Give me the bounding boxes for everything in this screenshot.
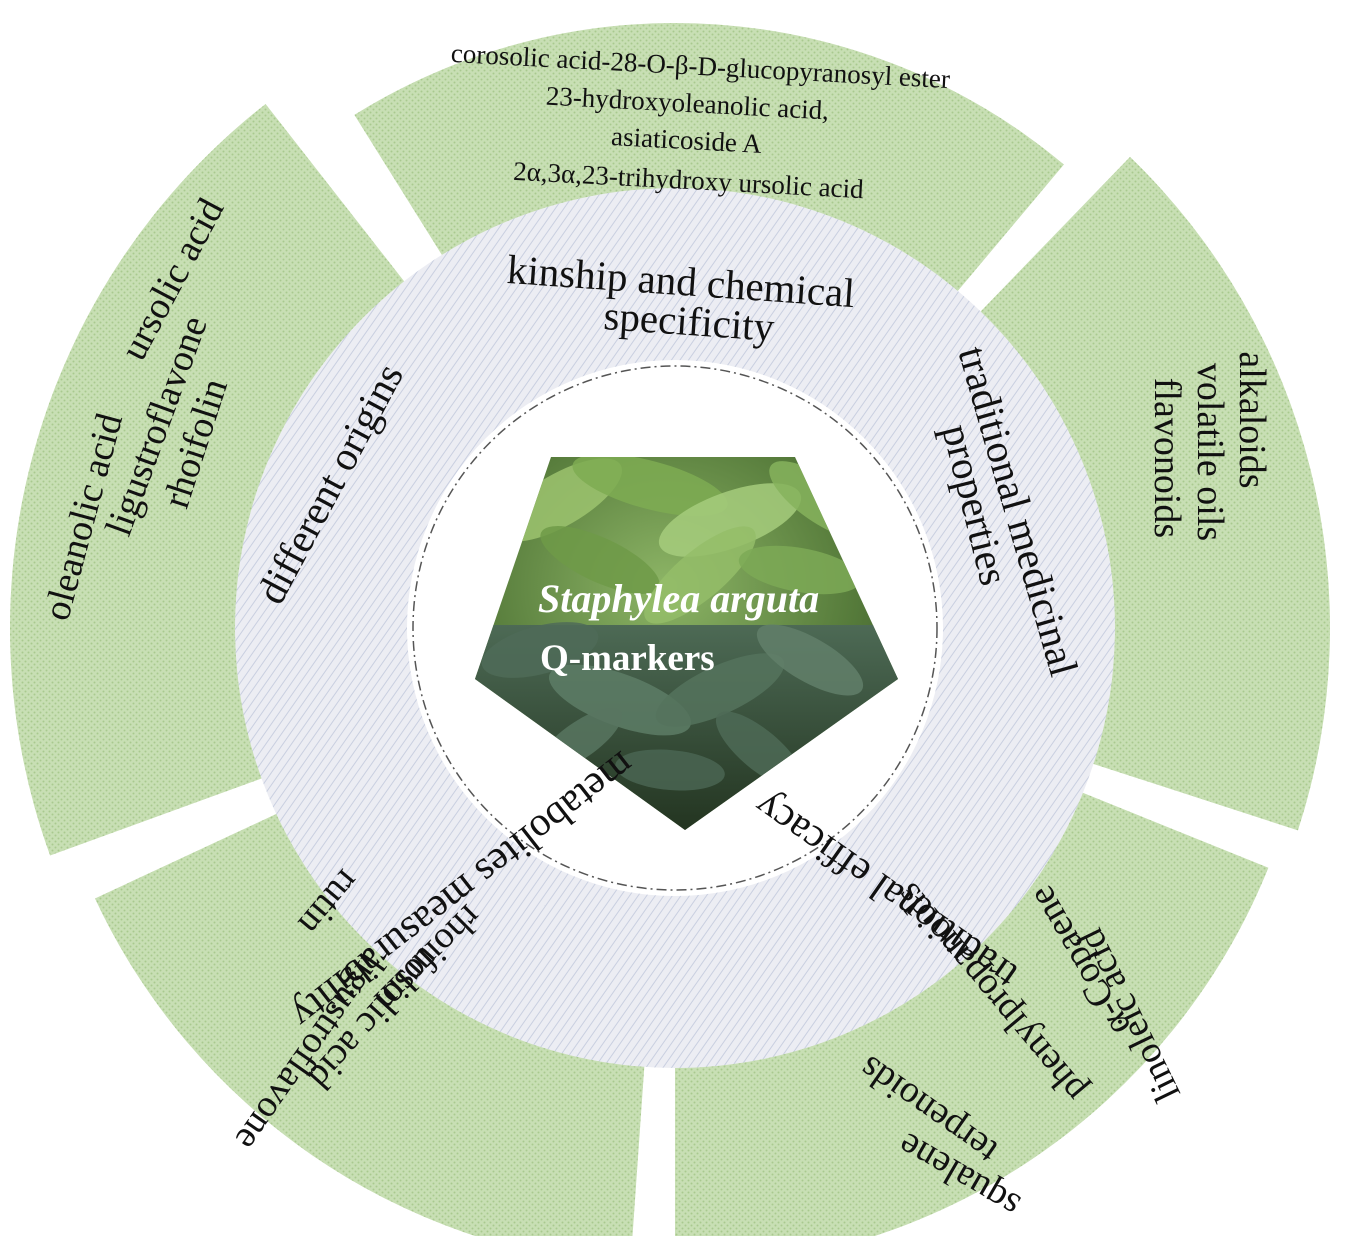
right-compound-3: flavonoids: [1146, 378, 1188, 538]
leaf-shape: [572, 457, 728, 517]
leaf-shape: [658, 483, 802, 557]
leaf-shape: [615, 749, 725, 791]
outer-sector-bottom-left: [94, 775, 651, 1236]
leaf-shape: [644, 526, 756, 624]
q-markers-label: Q-markers: [540, 638, 715, 679]
outer-right-compounds: alkaloids volatile oils flavonoids: [1146, 351, 1273, 541]
leaf-shape: [756, 624, 864, 696]
outer-sector-left: [9, 103, 463, 856]
inner-dashed-circle: [412, 365, 938, 891]
leaf-shape: [540, 526, 660, 594]
outer-sector-right: [925, 156, 1330, 831]
species-name: Staphylea arguta: [538, 576, 819, 621]
right-compound-2: volatile oils: [1189, 363, 1231, 541]
leaf-shape: [481, 622, 599, 678]
right-compound-1: alkaloids: [1231, 351, 1273, 488]
leaf-shape: [655, 653, 785, 727]
leaf-shape: [738, 545, 862, 595]
leaf-shape: [548, 664, 692, 736]
outer-sector-bottom-right: [675, 759, 1269, 1236]
